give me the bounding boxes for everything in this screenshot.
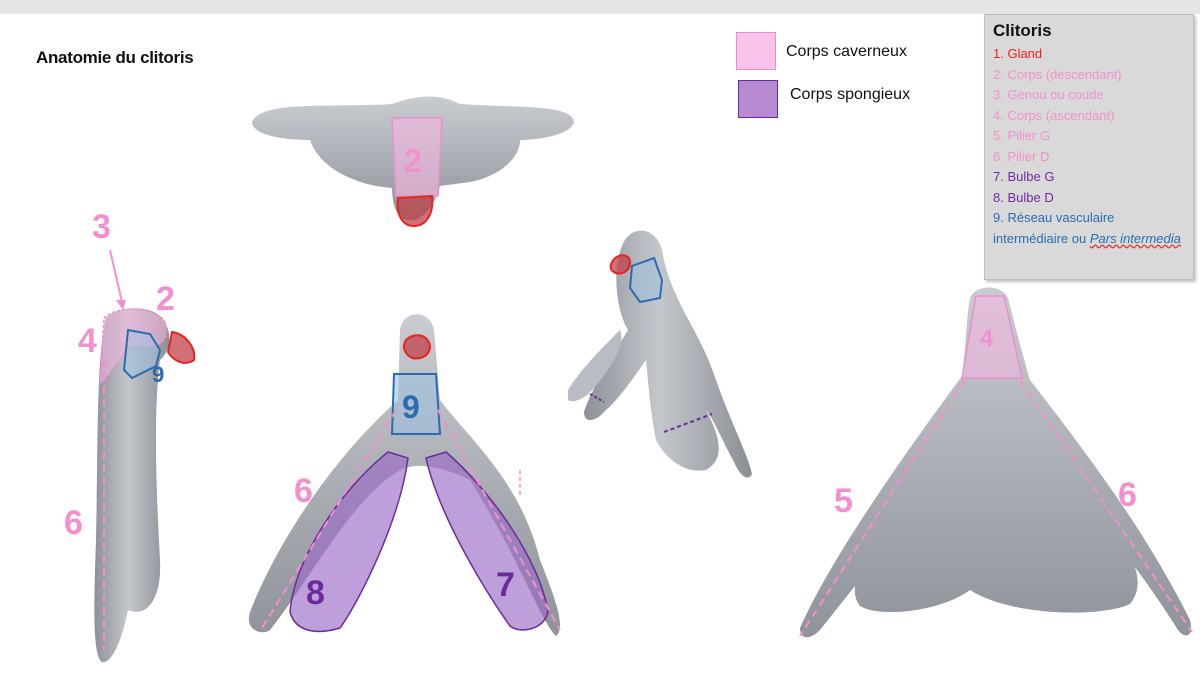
side-view-arrow [110, 250, 122, 302]
back-view: 4 5 6 [800, 288, 1192, 638]
side-view-label-6: 6 [64, 504, 83, 542]
side-view-arrowhead [116, 300, 126, 310]
back-view-label-4: 4 [980, 325, 994, 352]
side-view-label-2: 2 [156, 280, 175, 318]
side-view-label-3: 3 [92, 208, 111, 246]
back-view-label-6: 6 [1118, 476, 1137, 514]
top-view: 2 [252, 97, 574, 227]
side-view-label-9: 9 [152, 362, 164, 387]
oblique-view [568, 231, 752, 478]
back-view-label-5: 5 [834, 482, 853, 520]
top-view-label-2: 2 [404, 143, 422, 179]
side-view: 3 2 4 9 6 [64, 208, 194, 662]
front-view: 9 6 8 7 [249, 314, 560, 636]
front-view-label-8: 8 [306, 574, 325, 612]
oblique-view-reseau [630, 258, 662, 302]
front-view-label-6: 6 [294, 472, 313, 510]
front-view-label-7: 7 [496, 566, 515, 604]
front-view-gland [404, 335, 430, 358]
front-view-label-9: 9 [402, 389, 420, 425]
side-view-gland [168, 332, 194, 363]
side-view-label-4: 4 [78, 322, 97, 360]
top-view-gland [398, 196, 433, 226]
oblique-view-gland [611, 255, 630, 273]
